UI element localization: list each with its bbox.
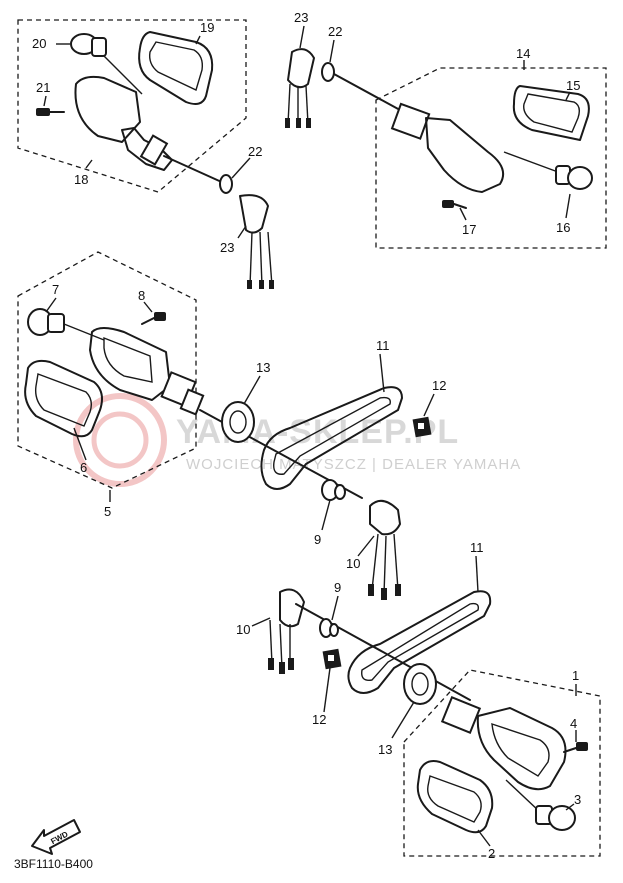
lens-part-6 (24, 359, 103, 438)
assembly-14 (285, 48, 607, 249)
lens-part-2 (416, 760, 494, 834)
lens-part-15 (512, 85, 590, 141)
connector-part-10a (368, 499, 401, 600)
callout-12-lower: 12 (312, 712, 326, 727)
watermark: YAMA-SKLEP.PL WOJCIECH MATYSZCZ | DEALER… (73, 393, 521, 487)
callout-20: 20 (32, 36, 46, 51)
nut-part-12a (412, 416, 432, 438)
connector-part-23a (239, 194, 274, 289)
connector-part-23b (285, 48, 315, 128)
callout-9-upper: 9 (314, 532, 321, 547)
grommet-part-22b (321, 62, 335, 82)
housing-14 (390, 102, 504, 193)
assembly-18-boundary (17, 19, 247, 193)
watermark-logo-inner (91, 411, 149, 469)
stay-part-11b (347, 590, 492, 694)
screw-part-17 (442, 200, 467, 209)
callout-22-upper-left: 22 (248, 144, 262, 159)
callout-1: 1 (572, 668, 579, 683)
callout-21: 21 (36, 80, 50, 95)
housing-18 (74, 75, 227, 185)
grommet-part-9a (321, 479, 346, 501)
callout-11-upper: 11 (376, 338, 390, 353)
callout-10-upper: 10 (346, 556, 360, 571)
screw-part-8 (141, 312, 166, 325)
callout-13-upper: 13 (256, 360, 270, 375)
callout-4: 4 (570, 716, 577, 731)
screw-part-21 (36, 108, 65, 116)
callout-7: 7 (52, 282, 59, 297)
callout-22-upper-right: 22 (328, 24, 342, 39)
connector-part-10b (268, 588, 305, 674)
housing-5 (89, 327, 205, 416)
callout-23-upper-right: 23 (294, 10, 308, 25)
callout-11-lower: 11 (470, 540, 484, 555)
grommet-part-22a (219, 174, 233, 194)
callout-9-lower: 9 (334, 580, 341, 595)
bulb-part-20 (70, 33, 143, 95)
assembly-1-boundary (403, 669, 601, 857)
bulb-part-16 (503, 151, 593, 190)
forward-arrow-icon: FWD (31, 819, 81, 855)
nut-part-12b (322, 648, 342, 670)
callout-18: 18 (74, 172, 88, 187)
assembly-14-boundary (375, 67, 607, 249)
callout-13-lower: 13 (378, 742, 392, 757)
watermark-logo (73, 393, 167, 487)
stay-assembly-lower (268, 588, 492, 705)
assembly-18 (17, 19, 274, 289)
callout-12-upper: 12 (432, 378, 446, 393)
stay-part-11a (260, 386, 403, 490)
nut-part-13a (221, 401, 255, 443)
stay-assembly-upper (199, 386, 432, 600)
nut-part-13b (403, 663, 437, 705)
bulb-part-7 (27, 308, 105, 341)
lens-part-19 (138, 31, 214, 105)
callout-23-upper-left: 23 (220, 240, 234, 255)
callout-15: 15 (566, 78, 580, 93)
callout-5: 5 (104, 504, 111, 519)
callout-10-lower: 10 (236, 622, 250, 637)
callout-16: 16 (556, 220, 570, 235)
callout-labels: 20 19 21 18 22 23 23 22 14 15 16 17 7 8 … (32, 10, 581, 861)
callout-2: 2 (488, 846, 495, 861)
callout-3: 3 (574, 792, 581, 807)
watermark-tagline: WOJCIECH MATYSZCZ | DEALER YAMAHA (186, 456, 521, 473)
screw-part-4 (563, 742, 588, 753)
diagram-code: 3BF1110-B400 (14, 857, 93, 871)
assembly-5-boundary (17, 251, 197, 489)
bulb-part-3 (505, 779, 576, 831)
callout-14: 14 (516, 46, 530, 61)
callout-17: 17 (462, 222, 476, 237)
leader-lines (43, 25, 577, 847)
callout-19: 19 (200, 20, 214, 35)
housing-1 (440, 696, 567, 791)
grommet-part-9b (319, 618, 339, 638)
assembly-5 (17, 251, 205, 489)
assembly-1 (403, 669, 601, 857)
callout-8: 8 (138, 288, 145, 303)
callout-6: 6 (80, 460, 87, 475)
